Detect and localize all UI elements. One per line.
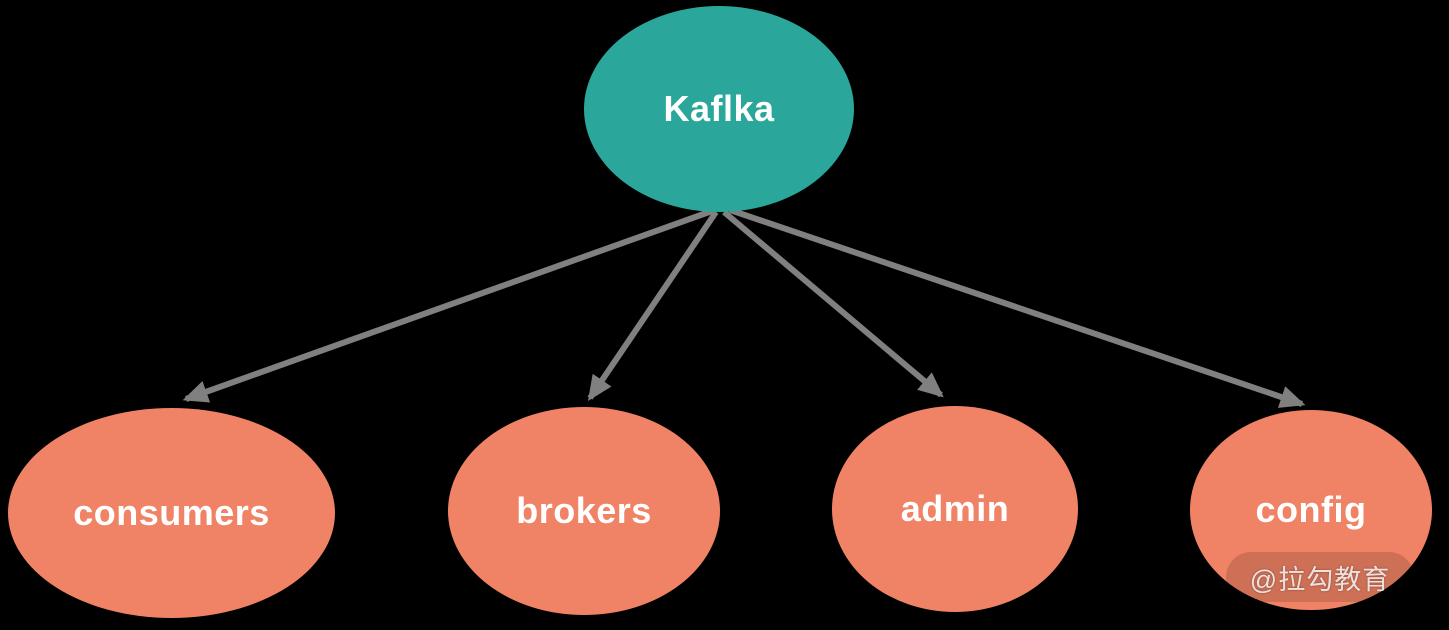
arrow-kafka-config [729,207,1306,408]
node-brokers: brokers [448,407,720,615]
arrow-kafka-brokers [587,210,719,401]
node-consumers: consumers [8,408,335,618]
node-admin-label: admin [900,488,1010,529]
node-config-label: config [1255,489,1367,530]
watermark-badge: @拉勾教育 [1226,552,1414,602]
arrow-kafka-admin [722,209,944,398]
node-consumers-label: consumers [73,492,270,533]
node-kafka: Kaflka [584,6,854,212]
node-admin: admin [832,406,1078,612]
node-config: config [1190,410,1432,610]
node-kafka-label: Kaflka [663,88,775,129]
arrow-kafka-consumers [182,208,714,403]
watermark-text: @拉勾教育 [1249,564,1391,595]
node-brokers-label: brokers [516,490,652,531]
